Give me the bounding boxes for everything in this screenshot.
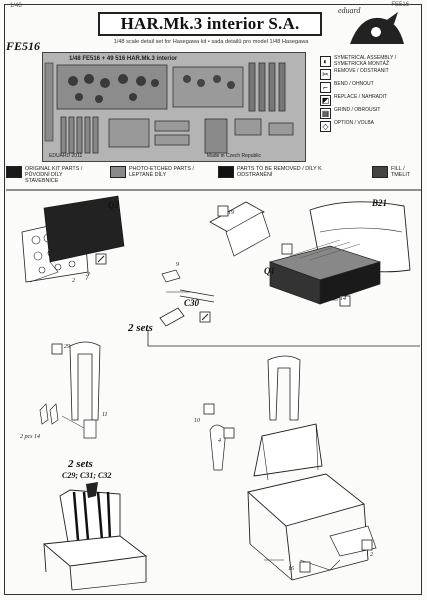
key-fill: FILL / TMELIT xyxy=(372,166,421,188)
floor-assembly-step xyxy=(209,201,411,307)
legend-item: ✂ REMOVE / ODSTRANIT xyxy=(320,68,420,80)
key-text: PARTS TO BE REMOVED / DÍLY K ODSTRANĚNÍ xyxy=(237,166,322,178)
symmetrical-assembly-icon: ◐ xyxy=(320,56,331,67)
legend-item: ◩ REPLACE / NAHRADIT xyxy=(320,94,420,106)
callout-29: 29 xyxy=(64,344,70,350)
key-original-kit-parts: ORIGINAL KIT PARTS / PŮVODNÍ DÍLY STAVEB… xyxy=(6,166,97,188)
finished-seat xyxy=(42,482,148,591)
page-title: HAR.Mk.3 interior S.A. xyxy=(98,12,322,36)
harness-step-left xyxy=(39,341,101,439)
key-swatch xyxy=(6,166,22,178)
key-swatch xyxy=(372,166,388,178)
code-top: FE516 xyxy=(391,2,409,8)
brand-logo: eduard xyxy=(338,6,361,15)
callout-c30: C30 xyxy=(184,298,200,308)
key-swatch xyxy=(218,166,234,178)
legend-text: REPLACE / NAHRADIT xyxy=(334,94,388,100)
parts-list-c: C29; C31; C32 xyxy=(62,471,112,480)
key-parts-to-be-removed: PARTS TO BE REMOVED / DÍLY K ODSTRANĚNÍ xyxy=(218,166,329,188)
bend-icon: ⌐ xyxy=(320,82,331,93)
replace-icon: ◩ xyxy=(320,95,331,106)
callout-2pcs: 2 pcs 14 xyxy=(20,434,40,440)
fret-footer-left: EDUARD 2011 xyxy=(49,153,83,159)
callout-2b: 2 xyxy=(370,552,373,558)
legend-item: ⌐ BEND / OHNOUT xyxy=(320,81,420,93)
key-photo-etched-parts: PHOTO-ETCHED PARTS / LEPTANÉ DÍLY xyxy=(110,166,207,188)
callout-14: 14 xyxy=(340,296,346,302)
legend-text: REMOVE / ODSTRANIT xyxy=(334,68,389,74)
subtitle: 1/48 scale detail set for Hasegawa kit •… xyxy=(113,39,309,45)
instrument-panel-step xyxy=(21,195,125,283)
fret-footer-right: Made in Czech Republic xyxy=(206,153,261,159)
remove-icon: ✂ xyxy=(320,69,331,80)
legend-text: BEND / OHNOUT xyxy=(334,81,374,87)
callout-11: 11 xyxy=(102,412,108,418)
option-icon: ◇ xyxy=(320,121,331,132)
sets-label-2: 2 sets xyxy=(68,458,93,470)
symbol-legend: ◐ SYMETRICAL ASSEMBLY / SYMETRICKÁ MONTÁ… xyxy=(320,55,420,134)
legend-item: ◇ OPTION / VOLBA xyxy=(320,120,420,132)
scale-note: 1/48 xyxy=(10,3,22,9)
callout-q2: Q2 xyxy=(108,200,119,210)
key-text: ORIGINAL KIT PARTS / PŮVODNÍ DÍLY STAVEB… xyxy=(25,166,83,184)
grind-icon: ▦ xyxy=(320,108,331,119)
callout-9: 9 xyxy=(176,262,179,268)
callout-q1: Q1 xyxy=(264,266,275,276)
legend-item: ◐ SYMETRICAL ASSEMBLY / SYMETRICKÁ MONTÁ… xyxy=(320,55,420,67)
photo-etch-fret: 1/48 FE516 + 49 516 HAR.Mk.3 interior ED… xyxy=(42,52,306,162)
color-key-row: ORIGINAL KIT PARTS / PŮVODNÍ DÍLY STAVEB… xyxy=(6,166,422,188)
section-bracket xyxy=(147,330,420,347)
key-text: PHOTO-ETCHED PARTS / LEPTANÉ DÍLY xyxy=(129,166,194,178)
callout-4: 4 xyxy=(218,438,221,444)
fret-label: 1/48 FE516 + 49 516 HAR.Mk.3 interior xyxy=(69,56,178,62)
callout-b21: B21 xyxy=(372,198,388,208)
legend-text: OPTION / VOLBA xyxy=(334,120,375,126)
legend-item: ▦ GRIND / OBROUSIT xyxy=(320,107,420,119)
key-text: FILL / TMELIT xyxy=(391,166,411,178)
callout-16: 16 xyxy=(288,566,294,572)
legend-text: GRIND / OBROUSIT xyxy=(334,107,381,113)
page-frame xyxy=(4,4,422,595)
callout-10: 10 xyxy=(194,418,200,424)
seat-step-right xyxy=(203,355,377,581)
fret-parts-art xyxy=(44,62,294,154)
sets-label-1: 2 sets xyxy=(128,322,153,334)
key-swatch xyxy=(110,166,126,178)
callout-3: 3 xyxy=(86,272,89,278)
callout-2a: 2 xyxy=(72,278,75,284)
product-code: FE516 xyxy=(6,39,41,53)
callout-19: 19 xyxy=(228,210,234,216)
part-c30-step xyxy=(159,269,215,327)
legend-text: SYMETRICAL ASSEMBLY / SYMETRICKÁ MONTÁŽ xyxy=(334,55,397,67)
